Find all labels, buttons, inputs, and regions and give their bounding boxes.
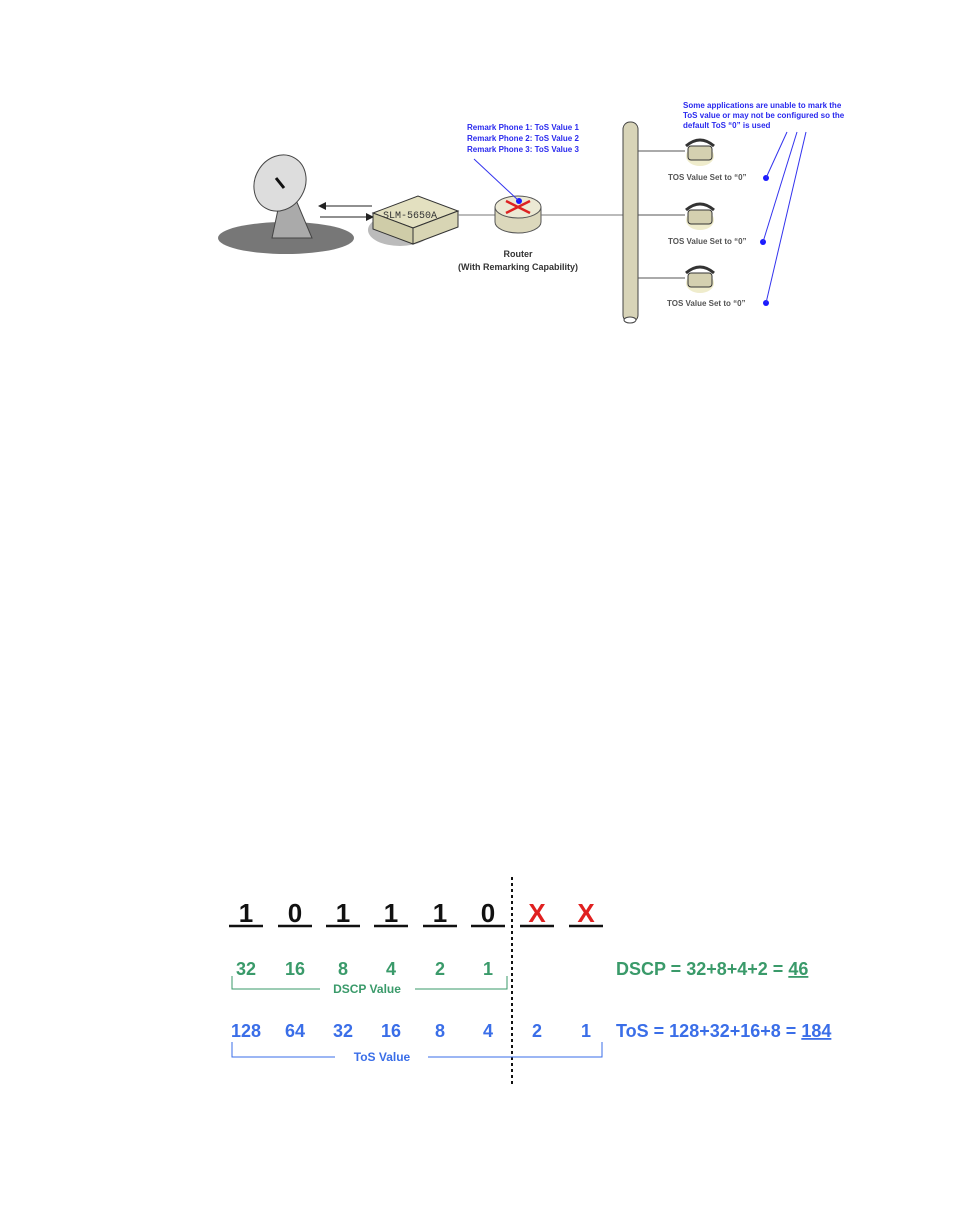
callout-line xyxy=(473,158,520,202)
tos-weight: 32 xyxy=(333,1021,353,1041)
remark-note: Remark Phone 2: ToS Value 2 xyxy=(467,134,579,143)
dscp-equation-text: DSCP = 32+8+4+2 = xyxy=(616,959,788,979)
dscp-weight: 4 xyxy=(386,959,396,979)
tos-weight: 1 xyxy=(581,1021,591,1041)
ignored-bit: X xyxy=(528,898,546,928)
dscp-bracket-label: DSCP Value xyxy=(333,982,401,996)
link-arrows xyxy=(318,202,374,221)
app-note-callouts xyxy=(762,131,807,304)
app-note-line: default ToS “0” is used xyxy=(683,121,771,130)
telephone-icon xyxy=(685,265,715,293)
ignored-bit: X xyxy=(577,898,595,928)
tos-weight: 2 xyxy=(532,1021,542,1041)
phone: TOS Value Set to “0” xyxy=(638,265,769,308)
bit-value: 0 xyxy=(481,898,495,928)
tos-result: 184 xyxy=(801,1021,831,1041)
bit-value: 1 xyxy=(433,898,447,928)
bit-value: 1 xyxy=(239,898,253,928)
tos-weight-row: 128 64 32 16 8 4 2 1 xyxy=(231,1021,591,1041)
modem-label: SLM-5650A xyxy=(383,211,437,222)
tos-weight: 16 xyxy=(381,1021,401,1041)
tos-equation: ToS = 128+32+16+8 = 184 xyxy=(616,1021,831,1041)
app-note-line: ToS value or may not be configured so th… xyxy=(683,111,845,120)
router-sublabel: (With Remarking Capability) xyxy=(458,262,578,272)
remark-note: Remark Phone 1: ToS Value 1 xyxy=(467,123,579,132)
phone-tos-label: TOS Value Set to “0” xyxy=(667,299,746,308)
satellite-dish-icon xyxy=(218,154,354,254)
dscp-result: 46 xyxy=(788,959,808,979)
network-bus xyxy=(622,121,639,324)
remark-note: Remark Phone 3: ToS Value 3 xyxy=(467,145,579,154)
router-label: Router xyxy=(504,249,533,259)
telephone-icon xyxy=(685,138,715,166)
dscp-equation: DSCP = 32+8+4+2 = 46 xyxy=(616,959,808,979)
bit-value: 0 xyxy=(288,898,302,928)
network-diagram: SLM-5650A Remark Phone 1: ToS Value 1 Re… xyxy=(218,101,845,324)
dscp-weight: 2 xyxy=(435,959,445,979)
bit-value: 1 xyxy=(384,898,398,928)
tos-equation-text: ToS = 128+32+16+8 = xyxy=(616,1021,801,1041)
phone: TOS Value Set to “0” xyxy=(638,202,766,246)
dscp-weight: 1 xyxy=(483,959,493,979)
telephone-icon xyxy=(685,202,715,230)
phone-tos-label: TOS Value Set to “0” xyxy=(668,237,747,246)
phones: TOS Value Set to “0” TOS Value Set to “0… xyxy=(638,138,769,308)
tos-weight: 128 xyxy=(231,1021,261,1041)
modem-device-icon: SLM-5650A xyxy=(368,195,460,246)
tos-bracket xyxy=(231,1042,603,1058)
app-note-line: Some applications are unable to mark the xyxy=(683,101,842,110)
router-icon xyxy=(494,195,542,234)
bit-row: 1 0 1 1 1 0 X X xyxy=(229,898,603,928)
tos-bracket-label: ToS Value xyxy=(354,1050,411,1064)
dscp-bracket xyxy=(231,976,508,990)
tos-weight: 64 xyxy=(285,1021,305,1041)
dscp-weight: 8 xyxy=(338,959,348,979)
dscp-weight-row: 32 16 8 4 2 1 xyxy=(236,959,493,979)
phone: TOS Value Set to “0” xyxy=(638,138,769,182)
tos-weight: 4 xyxy=(483,1021,493,1041)
app-note: Some applications are unable to mark the… xyxy=(683,101,845,130)
tos-weight: 8 xyxy=(435,1021,445,1041)
phone-tos-label: TOS Value Set to “0” xyxy=(668,173,747,182)
bit-value: 1 xyxy=(336,898,350,928)
bit-table: 1 0 1 1 1 0 X X 32 16 8 4 2 1 128 64 32 16 8 4 2 1 DSCP Val… xyxy=(229,877,831,1085)
remark-notes: Remark Phone 1: ToS Value 1 Remark Phone… xyxy=(467,123,579,154)
dscp-weight: 32 xyxy=(236,959,256,979)
dscp-weight: 16 xyxy=(285,959,305,979)
